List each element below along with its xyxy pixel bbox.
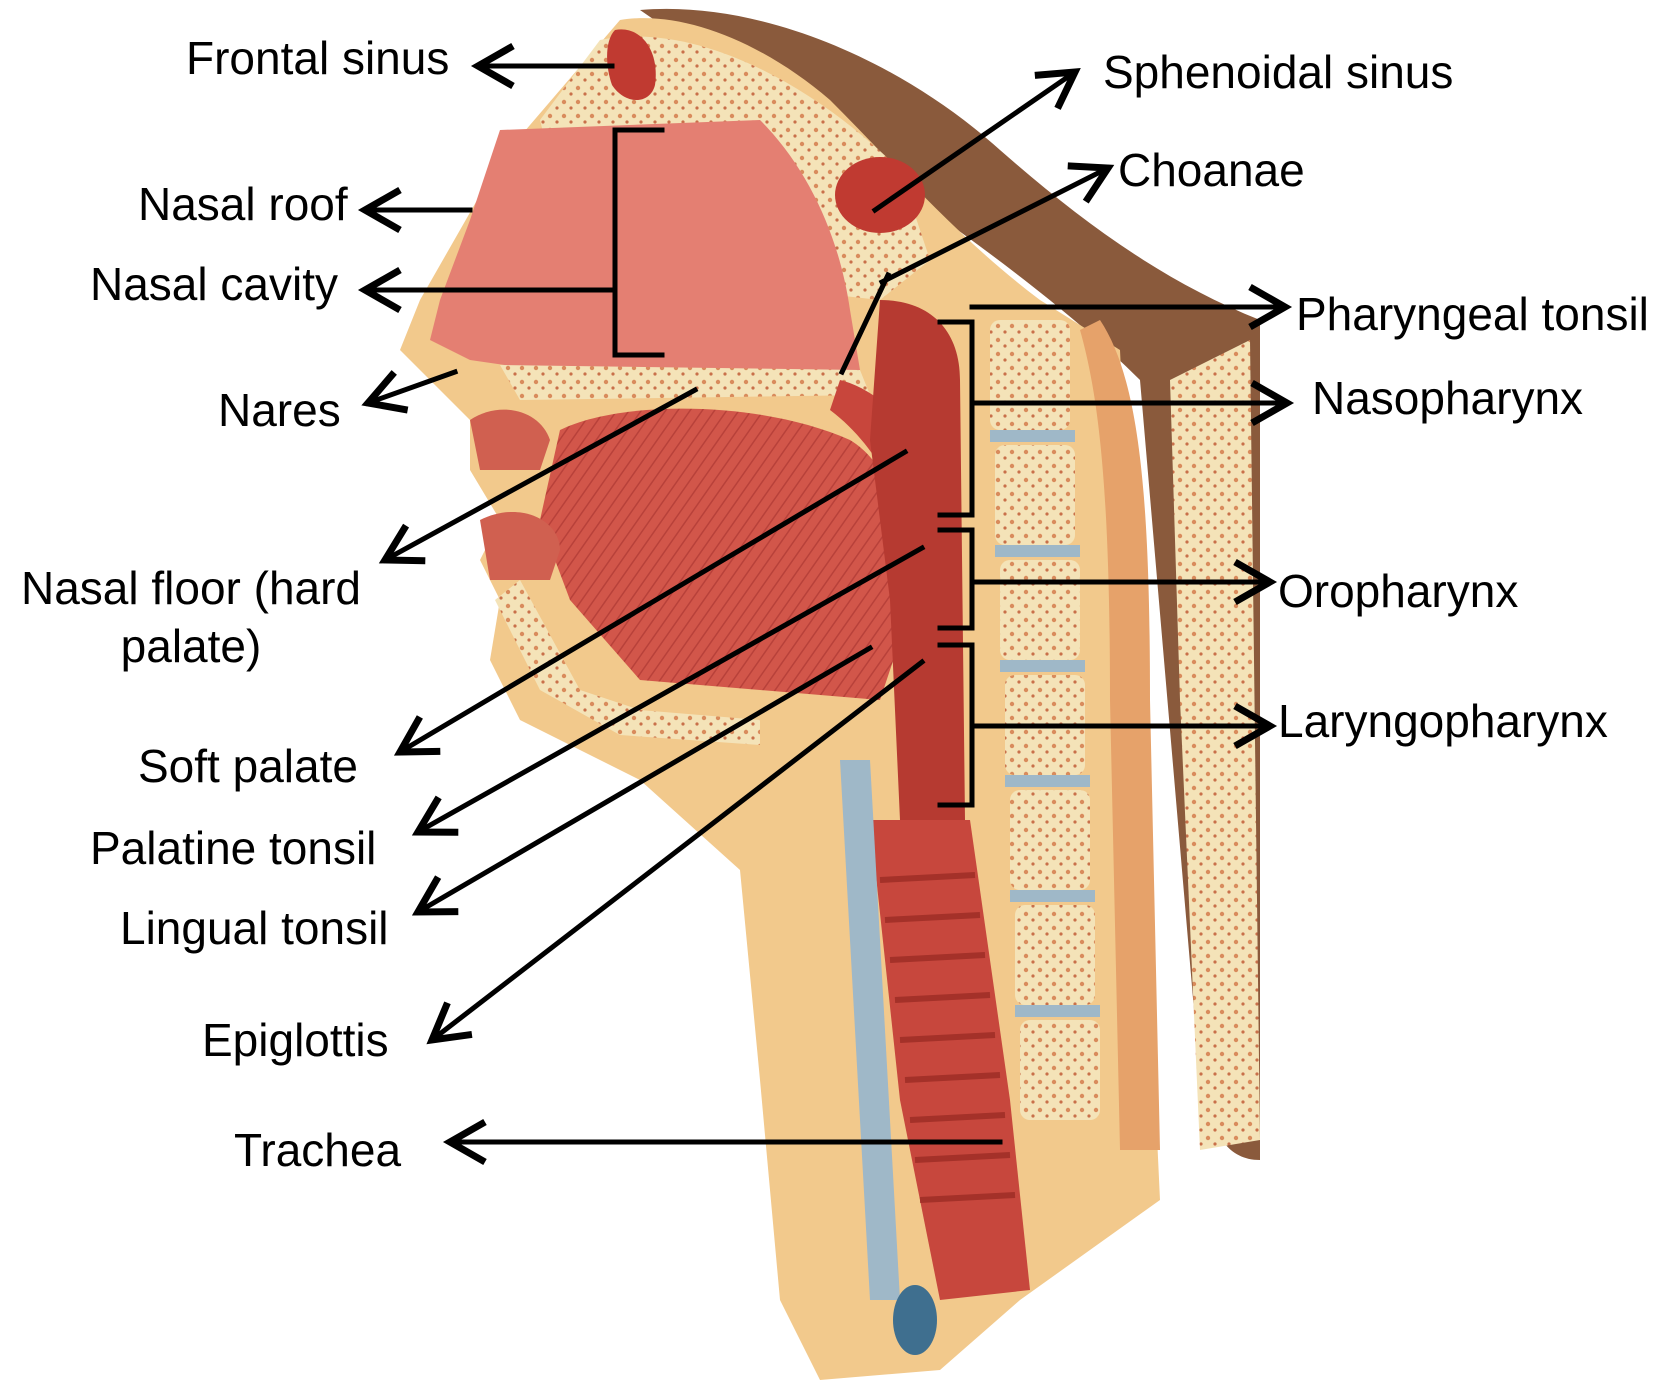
label-nares: Nares bbox=[218, 382, 341, 440]
label-nasal-floor: Nasal floor (hard palate) bbox=[6, 560, 376, 675]
label-choanae: Choanae bbox=[1118, 142, 1305, 200]
label-nasopharynx: Nasopharynx bbox=[1312, 370, 1583, 428]
sphenoidal-sinus-shape bbox=[835, 157, 925, 233]
label-palatine-tonsil: Palatine tonsil bbox=[90, 820, 376, 878]
posterior-bone bbox=[1170, 340, 1260, 1150]
label-oropharynx: Oropharynx bbox=[1278, 563, 1518, 621]
label-pharyngeal-tonsil: Pharyngeal tonsil bbox=[1296, 286, 1649, 344]
label-epiglottis: Epiglottis bbox=[202, 1012, 389, 1070]
label-laryngopharynx: Laryngopharynx bbox=[1278, 693, 1608, 751]
label-nasal-roof: Nasal roof bbox=[138, 176, 348, 234]
label-frontal-sinus: Frontal sinus bbox=[186, 30, 449, 88]
label-trachea: Trachea bbox=[234, 1122, 401, 1180]
label-soft-palate: Soft palate bbox=[138, 738, 358, 796]
label-nasal-cavity: Nasal cavity bbox=[90, 256, 338, 314]
label-sphenoidal-sinus: Sphenoidal sinus bbox=[1103, 44, 1453, 102]
label-lingual-tonsil: Lingual tonsil bbox=[120, 900, 389, 958]
cartilage-ring bbox=[893, 1285, 937, 1355]
